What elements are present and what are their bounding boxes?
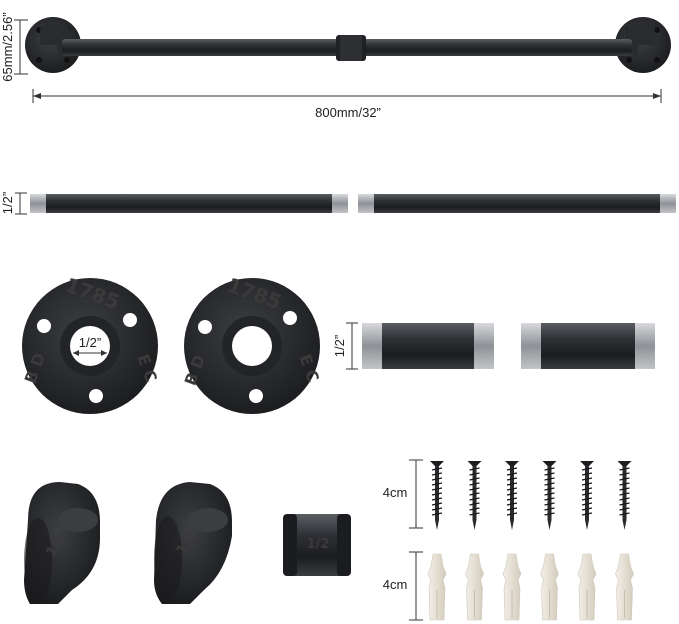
elbow-right: 1/2 [154,482,232,604]
assembled-rail [25,17,671,73]
nipple-right [521,323,655,369]
flange-left: 1785 E C B D 1/2” [21,273,161,414]
anchor-icon [502,553,522,621]
screws [430,461,632,530]
pipe-diameter-label: 1/2” [0,192,15,214]
coupling-size: 1/2 [307,537,330,552]
screw-icon [542,461,557,530]
flange-right: 1785 E C B D [181,273,323,414]
anchor-icon [427,553,447,621]
nipple-diameter-label: 1/2” [332,335,347,357]
height-dimension: 65mm/2.56” [0,12,28,82]
flange-inner-label: 1/2” [79,335,101,350]
nipple-left [362,323,494,369]
anchor-length-dimension: 4cm [383,551,423,621]
screw-icon [505,461,519,530]
screw-icon [430,461,444,530]
screw-icon [580,461,594,530]
width-dimension: 800mm/32” [32,89,662,120]
anchors [427,553,634,621]
long-pipes [30,194,676,213]
anchor-icon [615,553,634,621]
screw-icon [467,461,482,530]
height-label: 65mm/2.56” [0,12,15,81]
nipple-diameter-dimension: 1/2” [332,322,358,370]
anchor-icon [540,553,559,621]
width-label: 800mm/32” [315,105,381,120]
long-pipe-left [30,194,348,213]
long-pipe-right [358,194,676,213]
pipe-diameter-dimension: 1/2” [0,192,27,215]
anchor-length-label: 4cm [383,577,408,592]
anchor-icon [577,553,597,621]
anchor-icon [465,553,484,621]
screw-length-dimension: 4cm [383,459,423,529]
screw-icon [617,461,632,530]
elbow-left: 1/2 [24,482,100,604]
screw-length-label: 4cm [383,485,408,500]
coupling: 1/2 [283,514,351,576]
